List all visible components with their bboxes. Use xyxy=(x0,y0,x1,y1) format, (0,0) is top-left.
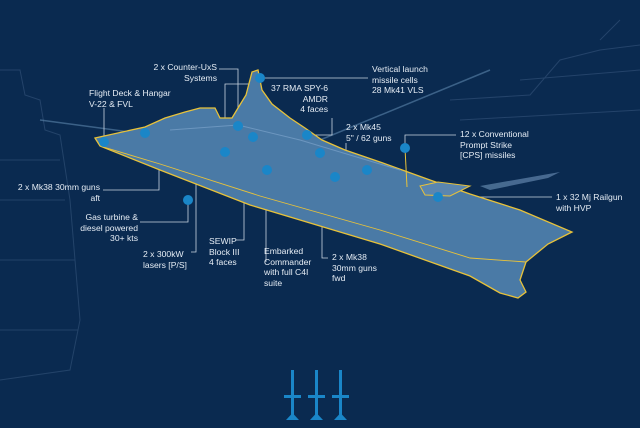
callout-line: Systems xyxy=(184,72,217,83)
callout-line: [CPS] missiles xyxy=(460,150,516,160)
callout-line: 30mm guns xyxy=(332,262,377,273)
callout-line: 2 x Mk45 xyxy=(346,122,381,132)
missile-icons xyxy=(284,370,349,420)
callout-line: 2 x 300kW xyxy=(143,249,184,259)
callout-line: lasers [P/S] xyxy=(143,259,187,270)
callout-line: with HVP xyxy=(556,202,592,213)
feature-dots xyxy=(99,73,443,205)
callout-line: 28 Mk41 VLS xyxy=(372,85,424,95)
callout-line: 4 faces xyxy=(300,104,328,114)
callout-line: Flight Deck & Hangar xyxy=(89,88,171,98)
callout-line: Block III xyxy=(209,246,240,257)
callout-line: 2 x Mk38 xyxy=(332,252,367,262)
callout-line: 5" / 62 guns xyxy=(346,132,392,143)
callout-line: Embarked xyxy=(264,246,304,256)
callout-line: AMDR xyxy=(302,93,328,104)
callout-line: with full C4I xyxy=(264,267,309,277)
missile-icon xyxy=(308,370,325,420)
callout-line: 2 x Counter-UxS xyxy=(153,62,217,72)
callout-line: 30+ kts xyxy=(110,233,138,243)
callout-line: 12 x Conventional xyxy=(460,129,529,139)
callout-line: 1 x 32 Mj Railgun xyxy=(556,192,623,202)
callout-line: 4 faces xyxy=(209,257,237,267)
missile-icon xyxy=(284,370,301,420)
callout-line: 2 x Mk38 30mm guns xyxy=(17,182,100,192)
callout-line: aft xyxy=(90,192,100,203)
destroyer-hull xyxy=(93,69,574,299)
callout-line: fwd xyxy=(332,273,346,283)
callout-line: SEWIP xyxy=(209,236,237,246)
background-ship-sketches xyxy=(0,19,640,381)
callout-line: missile cells xyxy=(372,74,418,85)
wake-lines xyxy=(39,69,560,190)
callout-line: Commander xyxy=(264,256,312,267)
callout-line: 37 RMA SPY-6 xyxy=(270,83,328,93)
callout-line: Vertical launch xyxy=(372,64,428,74)
callout-line: Gas turbine & xyxy=(85,212,138,222)
missile-icon xyxy=(332,370,349,420)
callout-line: Prompt Strike xyxy=(460,139,513,150)
callout-line: V-22 & FVL xyxy=(89,98,133,109)
callout-line: suite xyxy=(264,277,283,288)
callout-line: diesel powered xyxy=(80,222,138,233)
